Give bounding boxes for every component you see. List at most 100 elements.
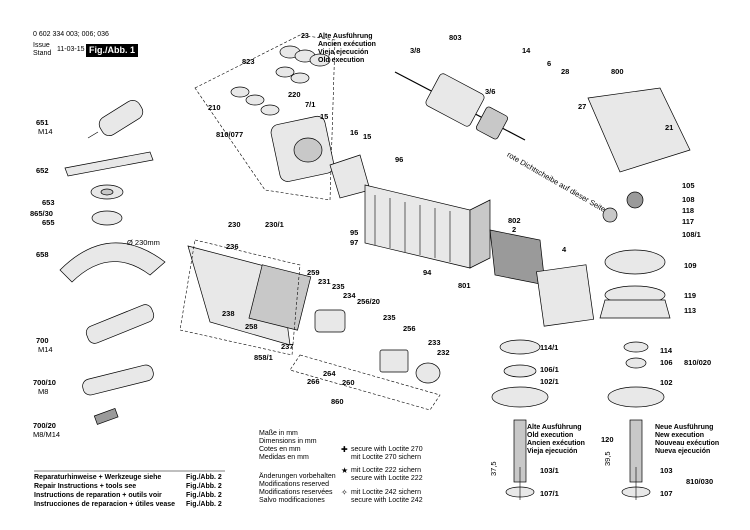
label-102: 102 [660, 378, 673, 387]
label-114-1: 114/1 [540, 343, 559, 352]
flange-nut-hole [100, 188, 114, 196]
label-108: 108 [682, 195, 695, 204]
old-version-line-4: Old execution [318, 57, 365, 64]
label-15-b: 15 [363, 132, 372, 141]
repair-ref-2-fig: Fig./Abb. 2 [186, 483, 222, 490]
label-27: 27 [578, 102, 587, 111]
label-6: 6 [547, 59, 552, 68]
label-119: 119 [684, 291, 697, 300]
bevel-gear-drawing [602, 207, 618, 223]
label-109: 109 [684, 261, 697, 270]
label-97: 97 [350, 238, 359, 247]
loctite-222-line-2: secure with Loctite 222 [351, 475, 423, 482]
label-823: 823 [242, 57, 255, 66]
subassembly-outline-860 [289, 354, 441, 411]
label-220: 220 [288, 90, 301, 99]
repair-ref-4-text: Instrucciones de reparacion + útiles vea… [34, 501, 176, 508]
label-103: 103 [660, 466, 673, 475]
label-103-1: 103/1 [540, 466, 559, 475]
label-m8: M8 [38, 387, 49, 396]
old-execution-line-1: Alte Ausführung [527, 424, 582, 431]
dimensions-note-1: Maße in mm [259, 430, 298, 437]
label-m14-b: M14 [38, 345, 53, 354]
label-237: 237 [281, 342, 294, 351]
capacitor-drawing [415, 362, 441, 384]
figure-label: Fig./Abb. 1 [86, 44, 138, 57]
bearing-cover-bore [293, 137, 323, 163]
label-700: 700 [36, 336, 49, 345]
label-107: 107 [660, 489, 673, 498]
repair-ref-3-text: Instructions de reparation + outils voir [34, 492, 162, 499]
repair-ref-4-fig: Fig./Abb. 2 [186, 501, 222, 508]
label-258: 258 [245, 322, 258, 331]
old-execution-line-4: Vieja ejecución [527, 448, 578, 455]
repair-ref-3-fig: Fig./Abb. 2 [186, 492, 222, 499]
label-233: 233 [428, 338, 441, 347]
handle-m8-drawing [82, 364, 154, 396]
label-858-1: 858/1 [254, 353, 273, 362]
label-95: 95 [350, 228, 359, 237]
old-version-line-3: Vieja ejecución [318, 49, 369, 56]
dimensions-note-3: Cotes en mm [259, 446, 301, 453]
rear-handle-drawing [179, 239, 312, 356]
label-m14-a: M14 [38, 127, 53, 136]
repair-ref-2-text: Repair Instructions + tools see [34, 483, 137, 490]
bearing-flange-drawing [536, 264, 595, 327]
label-108-1: 108/1 [682, 230, 701, 239]
label-231: 231 [318, 277, 331, 286]
label-14: 14 [522, 46, 531, 55]
label-800: 800 [611, 67, 624, 76]
crown-gear-drawing [604, 249, 666, 275]
label-802: 802 [508, 216, 521, 225]
label-653: 653 [42, 198, 55, 207]
label-94: 94 [423, 268, 432, 277]
label-256-20: 256/20 [357, 297, 380, 306]
label-232: 232 [437, 348, 450, 357]
loctite-222-line-1: mit Loctite 222 sichern [351, 467, 422, 474]
loctite-242-line-1: mit Loctite 242 sichern [351, 489, 422, 496]
label-810-020: 810/020 [684, 358, 712, 367]
label-118: 118 [682, 206, 695, 215]
label-236: 236 [226, 242, 239, 251]
guard-drawing [59, 242, 166, 283]
repair-ref-1-text: Reparaturhinweise + Werkzeuge siehe [34, 474, 162, 481]
dimensions-note-2: Dimensions in mm [259, 438, 317, 445]
mounting-flange-drawing [91, 210, 123, 226]
dimension-39-5: 39,5 [603, 451, 612, 466]
old-version-line-2: Ancien exécution [318, 41, 376, 48]
label-230-1: 230/1 [265, 220, 284, 229]
electronics-module-drawing [379, 349, 409, 373]
label-234: 234 [343, 291, 356, 300]
spindle-old-drawing [491, 339, 549, 498]
label-238: 238 [222, 309, 235, 318]
stud-drawing [93, 408, 119, 425]
old-version-line-1: Alte Ausführung [318, 33, 373, 40]
label-2: 2 [512, 225, 517, 234]
loctite-222-symbol: ★ [341, 466, 349, 475]
side-handle-drawing [87, 100, 144, 139]
label-700-20: 700/20 [33, 421, 56, 430]
label-3-6: 3/6 [485, 87, 496, 96]
label-7-1: 7/1 [305, 100, 316, 109]
label-260: 260 [342, 378, 355, 387]
label-810-030: 810/030 [686, 477, 714, 486]
old-execution-line-2: Old execution [527, 432, 574, 439]
label-120: 120 [601, 435, 614, 444]
label-700-10: 700/10 [33, 378, 56, 387]
label-107-1: 107/1 [540, 489, 559, 498]
changes-note-2: Modifications reserved [259, 481, 330, 488]
gear-housing-drawing [587, 87, 691, 173]
label-3-8: 3/8 [410, 46, 421, 55]
stator-housing-drawing [364, 184, 491, 269]
label-259: 259 [307, 268, 320, 277]
issue-date: 11-03-15 [57, 46, 85, 53]
old-version-code: 23 [301, 33, 309, 40]
issue-label: Issue [33, 42, 50, 49]
label-810-077: 810/077 [216, 130, 244, 139]
spanner-drawing [64, 151, 154, 177]
old-execution-line-3: Ancien exécution [527, 440, 585, 447]
label-16: 16 [350, 128, 359, 137]
repair-ref-1-fig: Fig./Abb. 2 [186, 474, 222, 481]
